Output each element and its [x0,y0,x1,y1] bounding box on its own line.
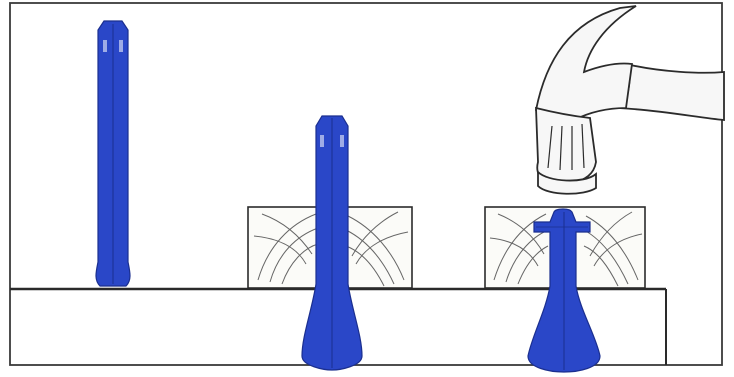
wood-grain [589,211,633,257]
wood-grain [257,213,317,281]
hammer-face [537,169,597,195]
wood-grain [583,245,619,287]
wood-grain [345,229,395,285]
wood-grain [517,245,549,285]
hammer-handle [616,62,725,121]
wood-grain [351,211,399,257]
wood-grain [493,213,547,281]
wood-grain [269,227,319,283]
wood-grain [593,233,643,267]
wood-grain [583,229,629,285]
hammer-claw [534,5,637,121]
wood-grain [281,243,319,285]
pin-icon [527,208,601,373]
wood-grain [585,215,639,281]
hammer-ridge [559,125,563,171]
hammer-ridge [581,123,585,169]
hammer-icon [534,5,725,195]
hammer-ridge [547,125,553,169]
pin-icon [95,20,131,287]
wood-grain [261,213,313,255]
wood-grain [253,235,307,265]
wood-grain [497,213,545,255]
wood-grain [489,237,539,267]
diagram-frame [9,2,723,366]
wood-grain [355,231,409,265]
hammer-head [535,106,597,185]
pin-icon [301,115,363,371]
wood-grain [345,245,385,287]
